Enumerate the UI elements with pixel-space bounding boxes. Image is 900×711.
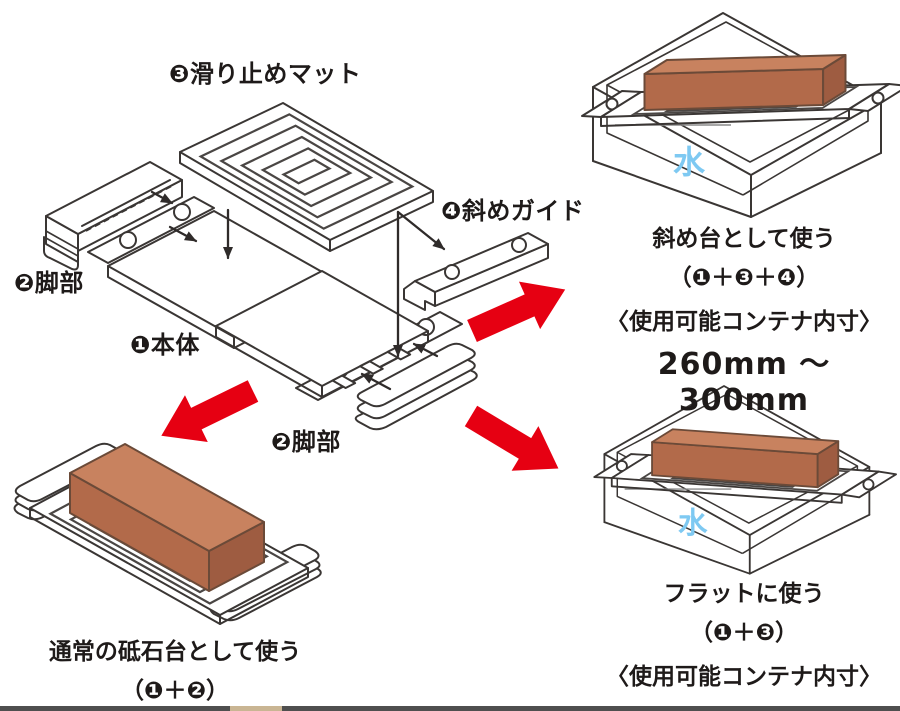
flat-use-spec-heading: 〈使用可能コンテナ内寸〉 <box>606 664 882 690</box>
exploded-view <box>43 103 549 431</box>
flat-use-title: フラットに使う <box>663 581 825 607</box>
arrow-to-flat-use <box>464 405 559 471</box>
flat-use-combo: （❶＋❸） <box>690 620 798 646</box>
body-illustration <box>87 196 463 401</box>
caption-normal-use: 通常の砥石台として使う （❶＋❷） <box>10 632 340 705</box>
leg-lower-illustration <box>354 342 478 431</box>
leg-upper-illustration <box>43 161 183 271</box>
water-label: 水 <box>673 143 706 181</box>
label-part4-guide: ❹斜めガイド <box>441 197 585 225</box>
arrow-to-angled-use <box>467 281 566 342</box>
whetstone <box>643 54 847 111</box>
guide-illustration <box>403 232 549 311</box>
angled-use-spec-heading: 〈使用可能コンテナ内寸〉 <box>606 309 882 335</box>
label-part2-leg-upper: ❷脚部 <box>14 269 84 297</box>
whetstone <box>651 428 840 489</box>
bottom-border-accent <box>230 706 282 711</box>
water-label: 水 <box>678 506 708 540</box>
caption-flat-use: フラットに使う （❶＋❸） 〈使用可能コンテナ内寸〉 230mm ～ 270mm <box>588 574 900 711</box>
caption-angled-use: 斜め台として使う （❶＋❸＋❹） 〈使用可能コンテナ内寸〉 260mm ～ 30… <box>588 219 900 418</box>
red-arrows <box>161 281 566 471</box>
mat-illustration <box>180 103 433 251</box>
label-part3-mat: ❸滑り止めマット <box>169 60 362 88</box>
angled-use-spec-range: 260mm ～ 300mm <box>657 347 831 418</box>
stand-flat <box>594 429 896 503</box>
assembly-arrows <box>150 190 446 391</box>
normal-use-combo: （❶＋❷） <box>121 678 229 704</box>
angled-use-illustration: 水 <box>582 12 900 218</box>
flat-use-illustration: 水 <box>594 385 896 575</box>
normal-use-illustration <box>15 444 321 624</box>
bottom-border <box>0 706 900 711</box>
stand-angled <box>582 54 900 126</box>
arrow-to-normal-use <box>161 380 259 442</box>
label-part2-leg-lower: ❷脚部 <box>271 428 341 456</box>
whetstone <box>69 443 265 592</box>
angled-use-combo: （❶＋❸＋❹） <box>668 265 820 291</box>
normal-use-title: 通常の砥石台として使う <box>48 639 302 665</box>
label-part1-body: ❶本体 <box>130 331 200 359</box>
angled-use-title: 斜め台として使う <box>652 226 836 252</box>
